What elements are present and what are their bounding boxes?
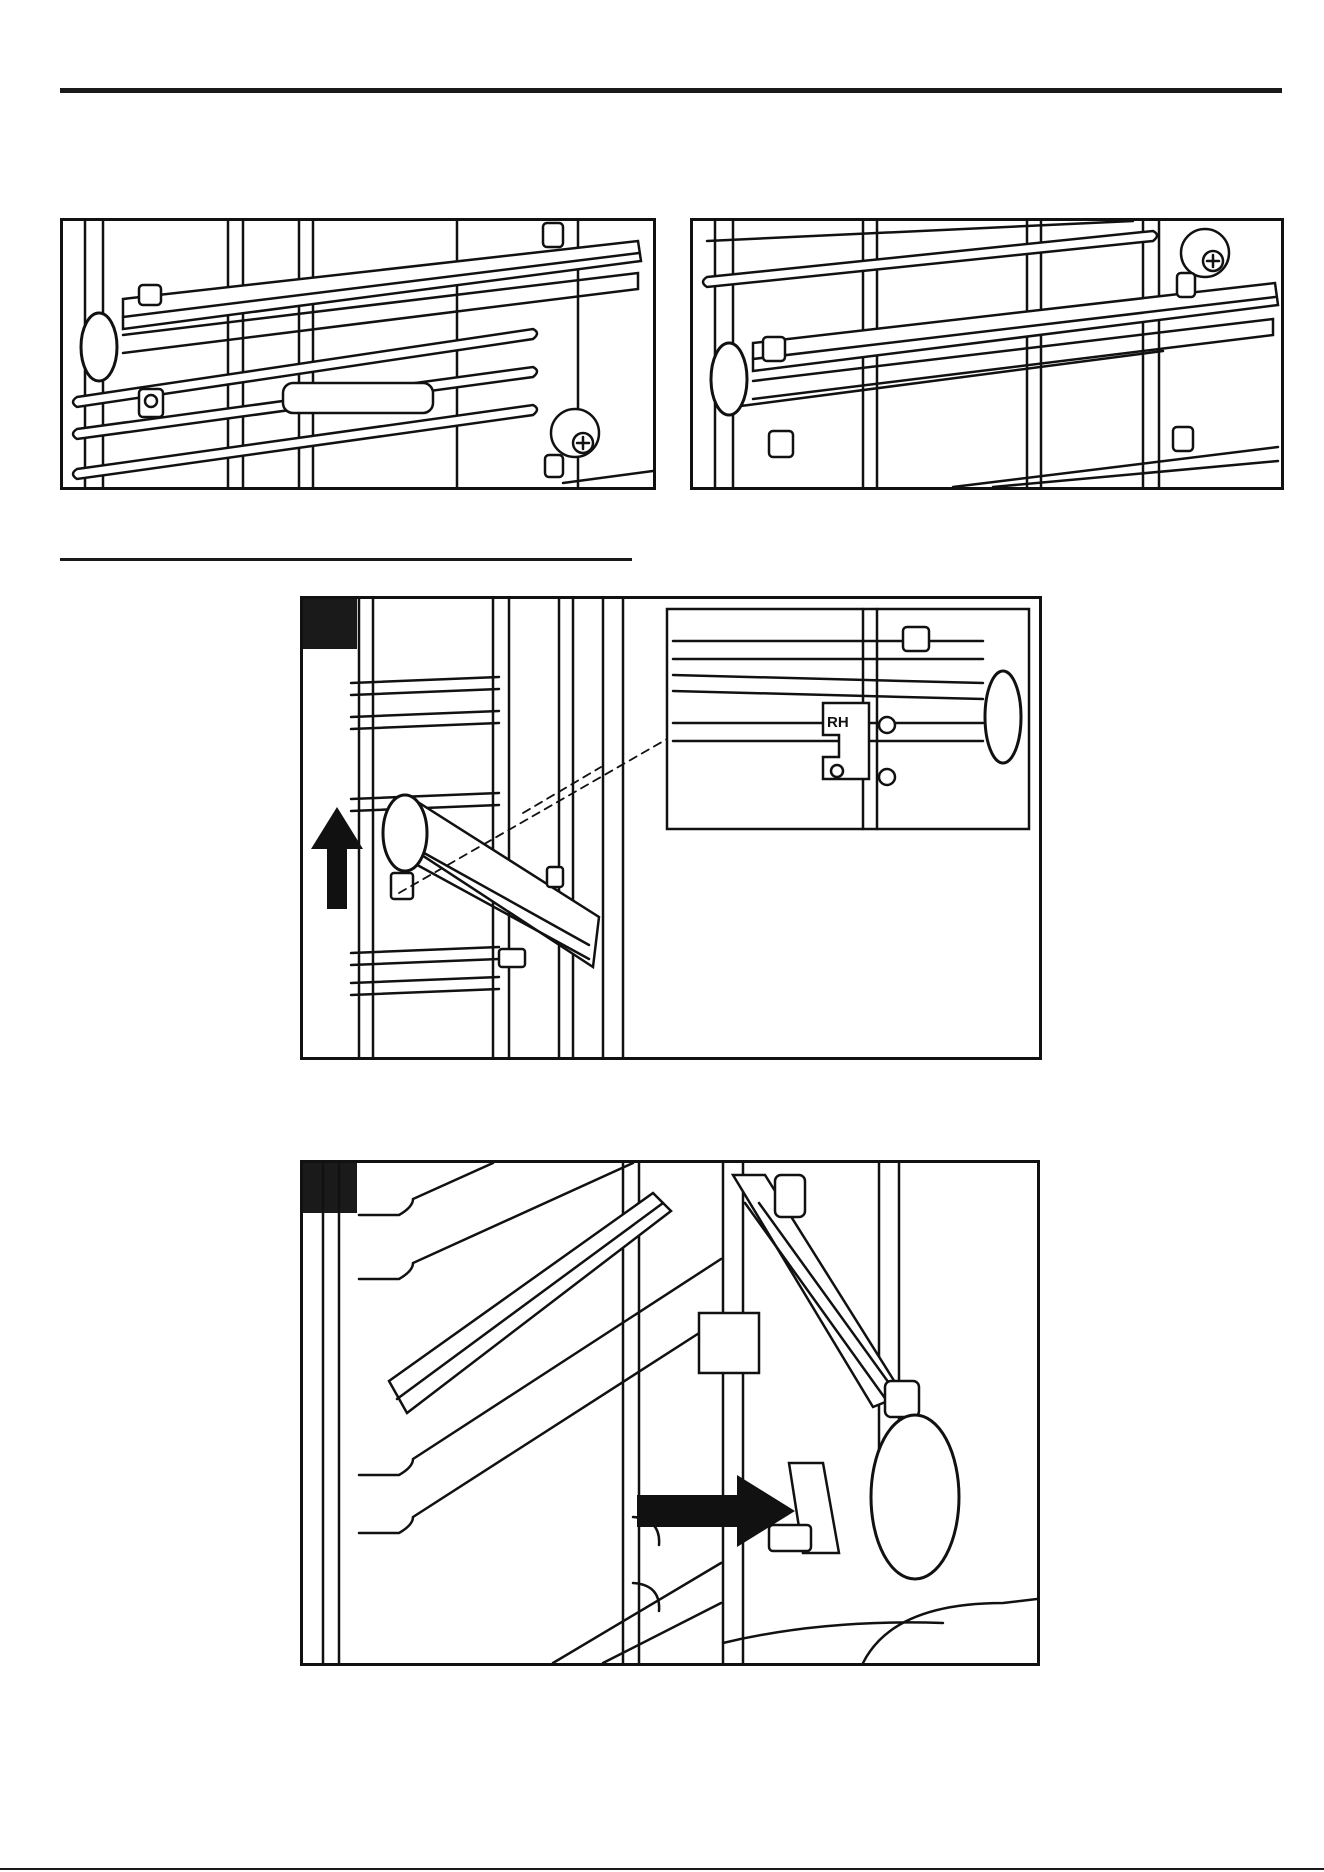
inset-detail: RH [667,609,1029,829]
top-rule [60,88,1282,93]
up-arrow-icon [311,807,363,909]
attach-runner-drawing [303,1163,1037,1663]
rh-marking: RH [827,714,849,731]
figure-step-attach-runner [300,1160,1040,1666]
figure-step-lift-runner: RH [300,596,1042,1060]
figure-shelf-runner-left [60,218,656,490]
section-rule [60,558,632,561]
lift-runner-drawing: RH [303,599,1039,1057]
bottom-rule [0,1868,1324,1870]
shelf-runner-left-drawing [63,221,653,487]
shelf-runner-right-drawing [693,221,1281,487]
figure-shelf-runner-right [690,218,1284,490]
